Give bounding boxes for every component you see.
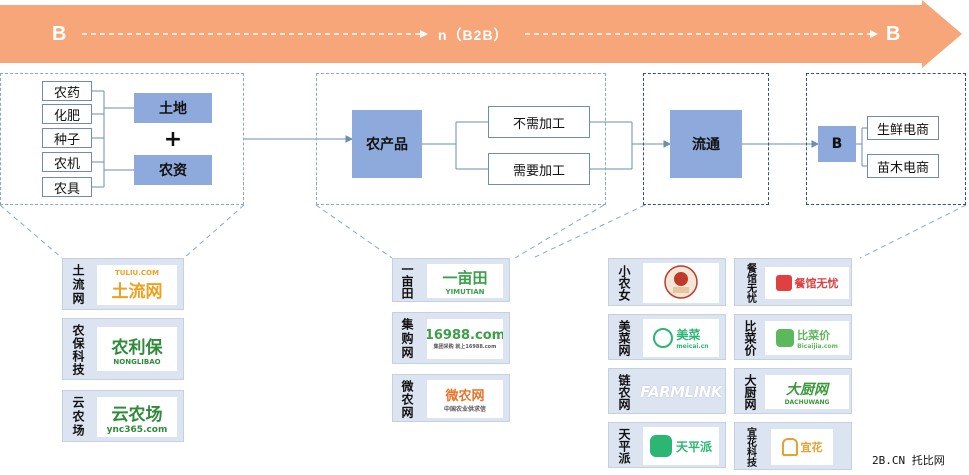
needs-processing-box: 需要加工 [488, 153, 590, 185]
inputs-panel [0, 73, 244, 205]
buyer-panel [806, 73, 966, 205]
input-item-machinery: 农机 [42, 152, 92, 172]
platform-card-yimutian: 一亩田 一亩田 YIMUTIAN [392, 258, 510, 302]
ync365-logo: 云农场 ync365.com [97, 397, 177, 437]
circulation-box: 流通 [670, 110, 742, 178]
platform-card-meicai: 美菜网 美菜 meicai.cn [608, 314, 726, 360]
platform-name: 比菜价 [743, 320, 757, 356]
tianpingpai-app-icon [649, 435, 672, 457]
platform-card-weinong: 微农网 微农网 中国农业供求信 [392, 374, 510, 422]
platform-name: 农保科技 [71, 324, 85, 376]
platform-name: 一亩田 [400, 263, 414, 299]
watermark: 2B.CN 托比网 [872, 454, 945, 467]
input-item-fertilizer: 化肥 [42, 104, 92, 124]
band-start-label: B [52, 23, 67, 45]
yimutian-logo: 一亩田 YIMUTIAN [427, 264, 503, 298]
platform-card-bicaijia: 比菜价 比菜价 Bicaijia.com [734, 314, 852, 360]
nonglibao-logo: 农利保 NONGLIBAO [97, 327, 177, 371]
meicai-circle-icon [653, 328, 674, 348]
weinong-logo: 微农网 中国农业供求信 [427, 380, 503, 418]
platform-card-yunnongchang: 云农场 云农场 ync365.com [62, 390, 184, 442]
xiaonongnv-logo [643, 263, 719, 303]
produce-panel [316, 73, 606, 205]
bicaijia-logo: 比菜价 Bicaijia.com [765, 321, 849, 355]
input-item-seed: 种子 [42, 128, 92, 148]
platform-name: 大厨网 [743, 374, 757, 410]
bicaijia-app-icon [776, 329, 795, 347]
tuliu-logo: TULIU.COM 土流网 [97, 265, 177, 305]
produce-box: 农产品 [352, 110, 422, 178]
platform-card-dachuwang: 大厨网 大厨网 DACHUWANG [734, 368, 852, 414]
land-box: 土地 [134, 93, 212, 123]
yihua-logo: 宜花 [771, 429, 833, 465]
circulation-panel [643, 73, 769, 205]
meicai-logo: 美菜 meicai.cn [643, 319, 719, 357]
platform-card-tuliu: 土流网 TULIU.COM 土流网 [62, 258, 184, 310]
platform-name: 链农网 [617, 374, 631, 410]
xiaonongnv-mascot-icon [664, 265, 698, 299]
dachuwang-logo: 大厨网 DACHUWANG [765, 375, 849, 409]
16988-logo: 16988.com 集团采购 就上16988.com [427, 319, 503, 359]
platform-name: 云农场 [71, 396, 85, 438]
capital-box: 农资 [134, 155, 212, 185]
flower-icon [781, 438, 798, 456]
platform-card-tianpingpai: 天平派 天平派 [608, 422, 726, 468]
platform-name: 美菜网 [617, 320, 631, 356]
input-item-pesticide: 农药 [42, 81, 92, 101]
platform-card-jigou: 集购网 16988.com 集团采购 就上16988.com [392, 312, 510, 364]
platform-card-yihua: 宜花科技 宜花 [734, 422, 852, 470]
platform-name: 天平派 [617, 428, 631, 464]
buyer-box: B [818, 126, 856, 162]
platform-name: 微农网 [400, 379, 414, 419]
platform-name: 土流网 [71, 264, 85, 306]
band-end-label: B [886, 23, 901, 45]
no-processing-box: 不需加工 [488, 106, 590, 138]
input-item-tools: 农具 [42, 177, 92, 197]
canguanwuyou-app-icon [775, 275, 792, 291]
band-middle-label: n（B2B） [432, 25, 515, 45]
canguanwuyou-logo: 餐馆无忧 [765, 267, 849, 299]
farmlink-logo: FARMLINK [639, 375, 723, 409]
platform-card-nongbao: 农保科技 农利保 NONGLIBAO [62, 318, 184, 380]
platform-name: 小农女 [617, 265, 631, 301]
platform-name: 宜花科技 [744, 427, 756, 467]
platform-card-farmlink: 链农网 FARMLINK [608, 368, 726, 414]
platform-card-canguanwuyou: 餐馆无忧 餐馆无忧 [734, 258, 852, 306]
platform-card-xiaonongnv: 小农女 [608, 258, 726, 306]
nursery-ecom-box: 苗木电商 [867, 154, 939, 178]
tianpingpai-logo: 天平派 [643, 427, 719, 465]
plus-sign: + [163, 126, 183, 152]
fresh-ecom-box: 生鲜电商 [867, 116, 939, 140]
platform-name: 集购网 [400, 318, 414, 360]
platform-name: 餐馆无忧 [744, 263, 756, 303]
